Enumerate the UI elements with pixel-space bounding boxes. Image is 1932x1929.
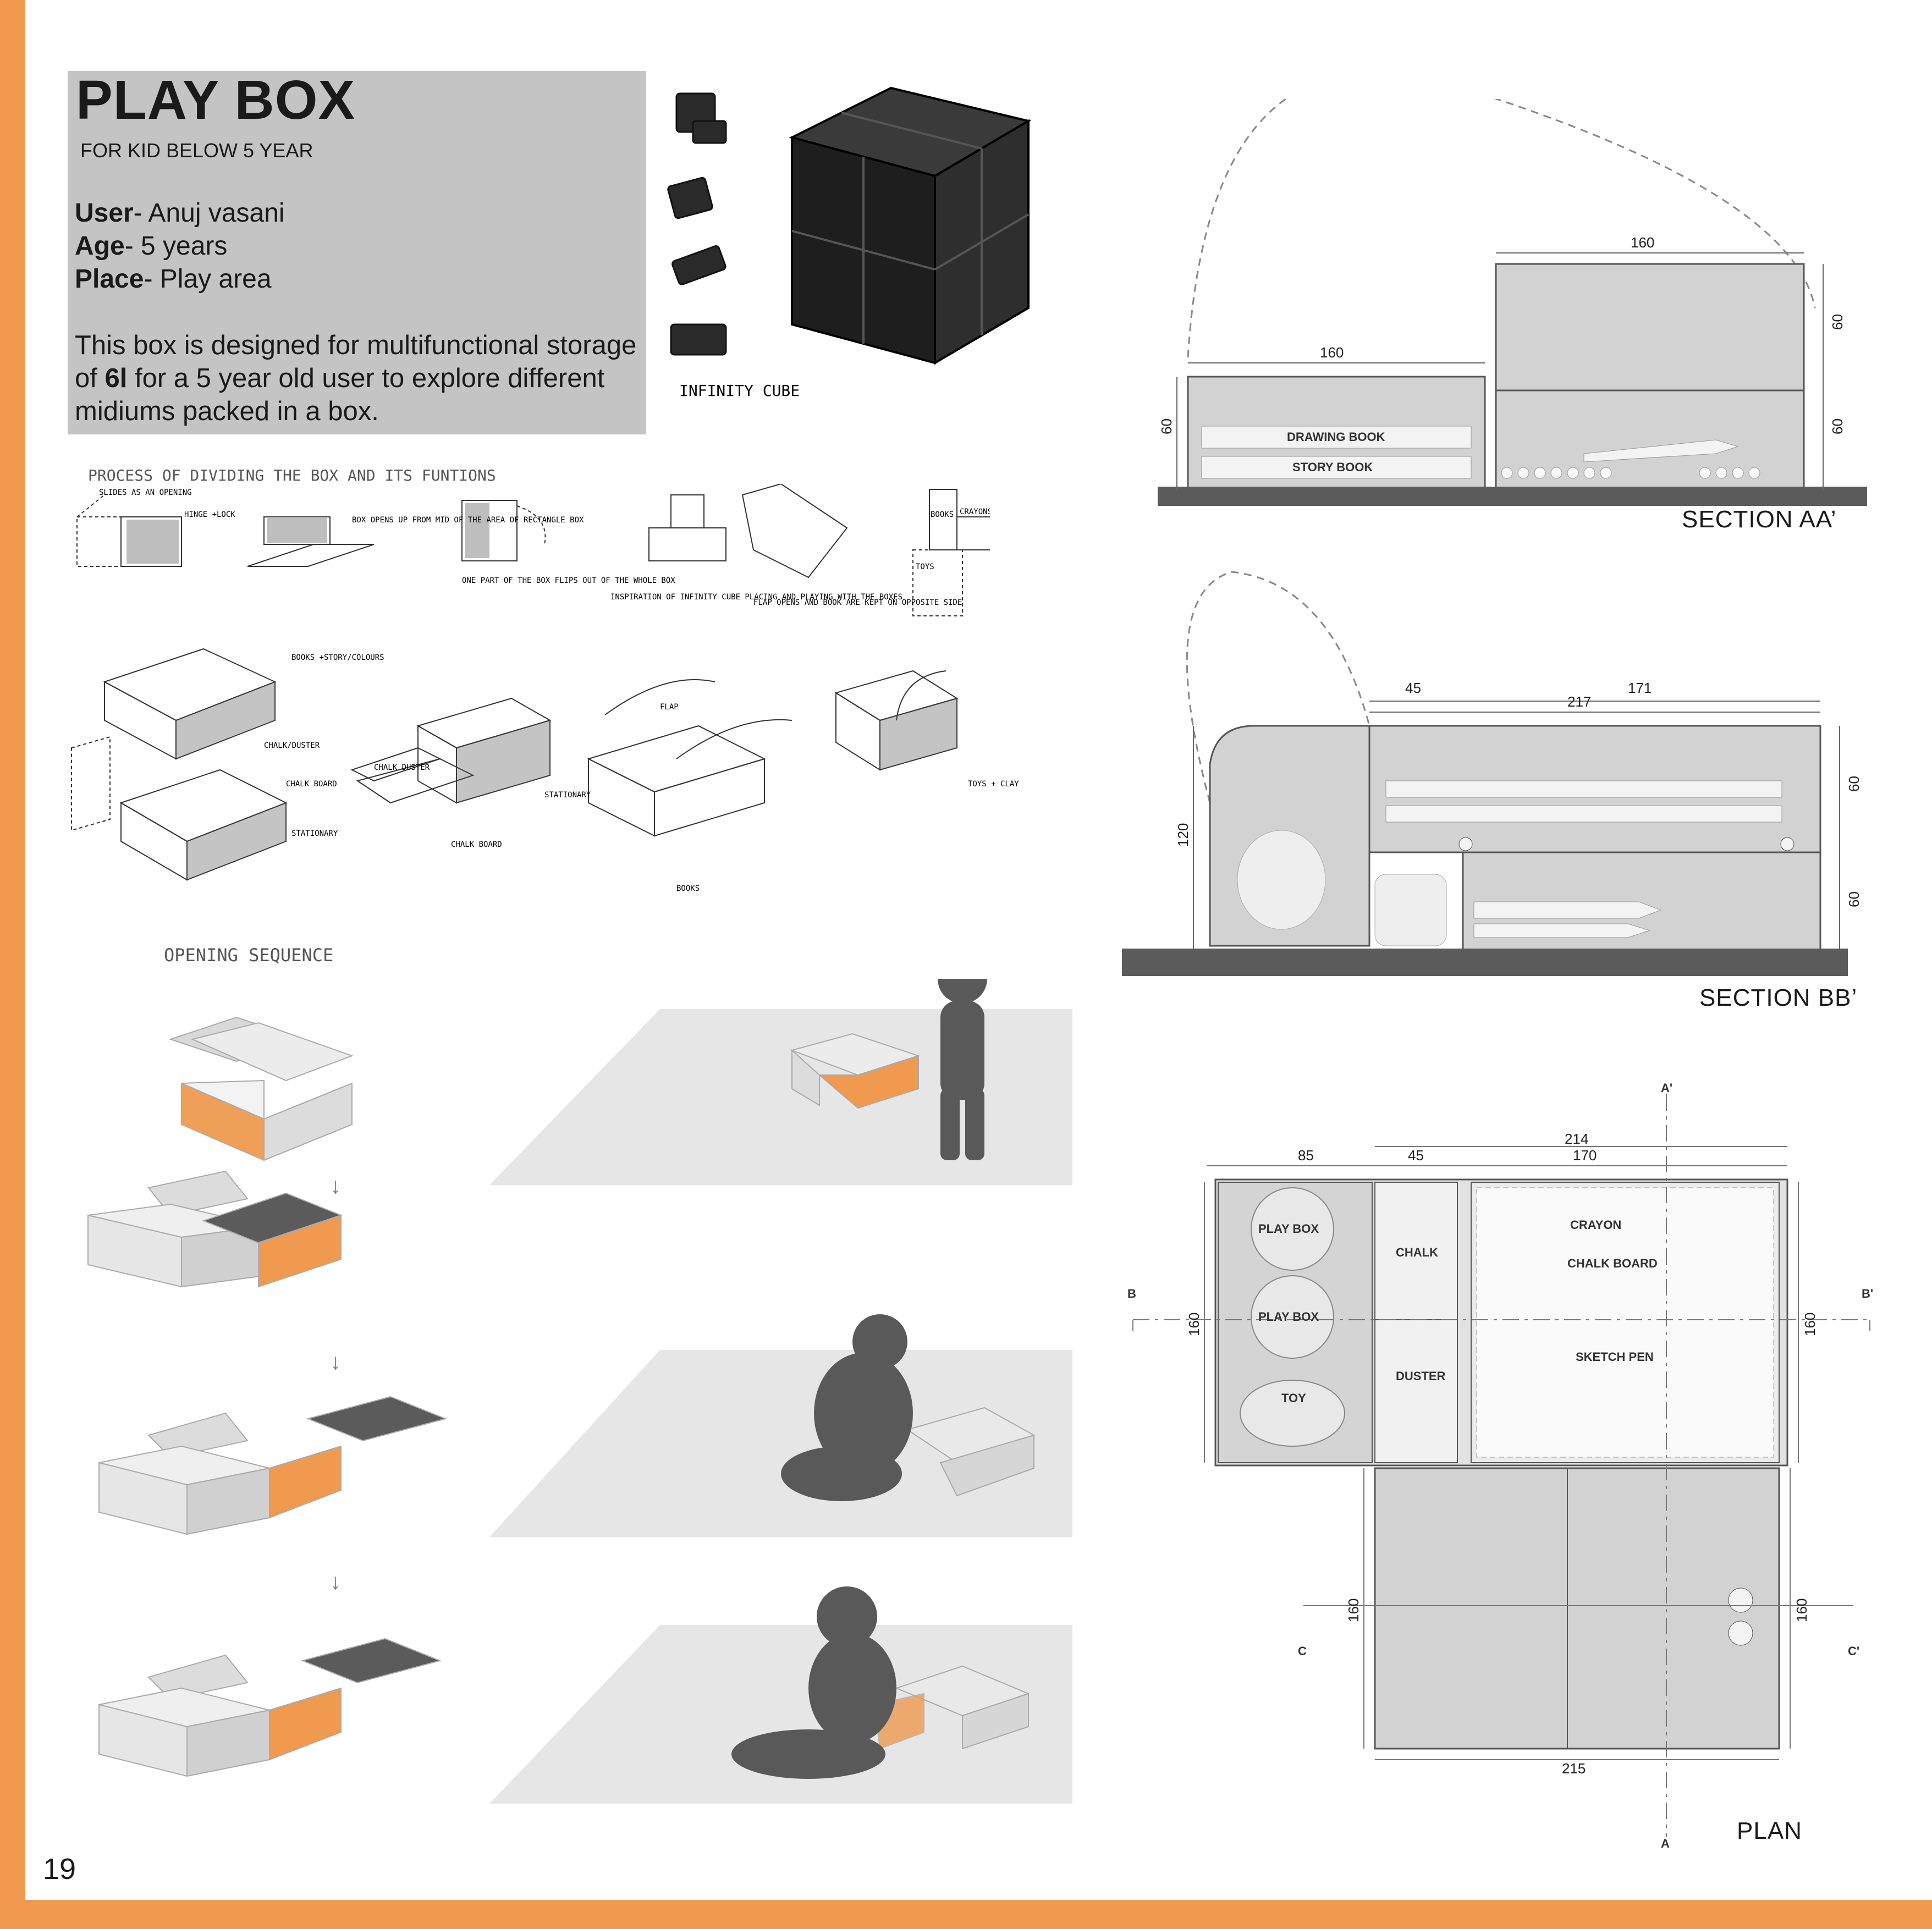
- svg-text:↓: ↓: [330, 1174, 341, 1198]
- perspective-sketches: BOOKS +STORY/COLOURS CHALK/DUSTER CHALK …: [71, 648, 1019, 893]
- infinity-cube-illustration: INFINITY CUBE: [667, 86, 1032, 400]
- plan-marker-b-prime: B': [1862, 1287, 1873, 1300]
- left-accent-bar: [0, 0, 25, 1929]
- plan-marker-a-prime: A': [1661, 1081, 1672, 1095]
- sketch-note-chalk-duster: CHALK/DUSTER: [264, 741, 320, 750]
- sketch-note-stationary: STATIONARY: [291, 829, 338, 838]
- section-bb-drawing: 45 217 171 120 60 60: [1122, 571, 1862, 976]
- title-panel: [68, 71, 646, 434]
- sketch-note-flap: FLAP: [660, 703, 679, 712]
- sketch-note-chalk-board-2: CHALK BOARD: [451, 840, 502, 849]
- bb-dim-c: 171: [1628, 680, 1652, 696]
- plan-dim-h-lower-right: 160: [1793, 1599, 1810, 1622]
- note-books: BOOKS: [931, 510, 954, 519]
- plan-item-sketch-pen: SKETCH PEN: [1576, 1350, 1654, 1364]
- page-title: PLAY BOX: [76, 69, 356, 131]
- opening-sequence-illustration: ↓ ↓ ↓: [87, 979, 1072, 1804]
- bb-dim-b: 217: [1567, 693, 1591, 710]
- section-aa-label: SECTION AA’: [1682, 506, 1837, 533]
- aa-dim-left-height: 60: [1158, 418, 1175, 434]
- plan-item-crayon: CRAYON: [1570, 1218, 1621, 1232]
- page-number: 19: [43, 1853, 76, 1886]
- note-inspiration: INSPIRATION OF INFINITY CUBE PLACING AND…: [610, 593, 902, 602]
- process-sketches: SLIDES AS AN OPENING HINGE +LOCK BOX OPE…: [76, 484, 990, 616]
- note-flap-opens: FLAP OPENS AND BOOK ARE KEPT ON OPPOSITE…: [753, 598, 962, 607]
- sketch-note-chalk-board: CHALK BOARD: [286, 780, 337, 789]
- opening-sequence-title: OPENING SEQUENCE: [164, 945, 334, 966]
- age-line: Age- 5 years: [75, 232, 228, 261]
- plan-item-chalk-board: CHALK BOARD: [1567, 1256, 1658, 1270]
- sketch-note-books-2: BOOKS: [676, 884, 700, 893]
- note-flip: ONE PART OF THE BOX FLIPS OUT OF THE WHO…: [462, 576, 675, 585]
- plan-item-chalk: CHALK: [1396, 1245, 1438, 1259]
- section-bb-label: SECTION BB’: [1699, 984, 1858, 1011]
- description: This box is designed for multifunctional…: [75, 330, 637, 426]
- plan-marker-b: B: [1127, 1287, 1136, 1300]
- note-crayons: CRAYONS: [960, 508, 990, 516]
- note-hinge: HINGE +LOCK: [184, 510, 235, 519]
- svg-text:↓: ↓: [330, 1350, 341, 1374]
- svg-text:↓: ↓: [330, 1570, 341, 1594]
- sketch-note-chalk-duster-2: CHALK DUSTER: [374, 763, 430, 772]
- bb-dim-a: 45: [1405, 680, 1421, 696]
- aa-item-story-book: STORY BOOK: [1292, 460, 1373, 474]
- plan-dim-h-lower-left: 160: [1345, 1599, 1362, 1622]
- aa-dim-right-bottom: 60: [1829, 418, 1846, 434]
- plan-item-play-box-2: PLAY BOX: [1258, 1310, 1319, 1324]
- bb-dim-height: 120: [1175, 823, 1191, 847]
- process-title: PROCESS OF DIVIDING THE BOX AND ITS FUNT…: [88, 466, 496, 484]
- user-line: User- Anuj vasani: [75, 199, 285, 228]
- aa-dim-right-top: 60: [1829, 314, 1846, 330]
- plan-dim-bottom: 215: [1562, 1760, 1586, 1777]
- sketch-note-toys-clay: TOYS + CLAY: [968, 780, 1019, 789]
- plan-drawing: 85 45 214 170 160 160 160 160 215 PLAY B…: [1127, 1081, 1873, 1850]
- section-aa-drawing: 160 160 60 60 60 DRAWING BOOK STORY BOOK: [1158, 99, 1867, 506]
- plan-dim-w3: 170: [1573, 1147, 1597, 1164]
- infinity-cube-caption: INFINITY CUBE: [679, 382, 800, 400]
- note-toys: TOYS: [916, 563, 934, 571]
- bb-dim-bottom: 60: [1846, 891, 1862, 907]
- plan-dim-h-right: 160: [1802, 1313, 1818, 1336]
- sketch-note-stationary-2: STATIONARY: [544, 791, 591, 800]
- plan-item-play-box-1: PLAY BOX: [1258, 1222, 1319, 1236]
- plan-item-duster: DUSTER: [1396, 1369, 1446, 1383]
- plan-label: PLAN: [1737, 1817, 1802, 1844]
- sketch-note-books: BOOKS +STORY/COLOURS: [291, 653, 384, 662]
- note-box-opens: BOX OPENS UP FROM MID OF THE AREA OF REC…: [352, 516, 584, 525]
- bottom-accent-bar: [0, 1900, 1932, 1929]
- note-slides: SLIDES AS AN OPENING: [99, 488, 192, 497]
- plan-dim-total: 214: [1565, 1131, 1588, 1147]
- place-line: Place- Play area: [75, 264, 272, 294]
- plan-item-toy: TOY: [1281, 1391, 1306, 1405]
- plan-marker-a: A: [1661, 1837, 1670, 1850]
- aa-dim-left-width: 160: [1320, 344, 1344, 361]
- bb-dim-top: 60: [1846, 776, 1862, 792]
- page-subtitle: FOR KID BELOW 5 YEAR: [80, 139, 313, 162]
- plan-dim-w1: 85: [1298, 1147, 1314, 1164]
- plan-marker-c-prime: C': [1848, 1644, 1859, 1658]
- plan-dim-w2: 45: [1408, 1147, 1424, 1164]
- aa-item-drawing-book: DRAWING BOOK: [1287, 430, 1385, 444]
- aa-dim-top-width: 160: [1631, 234, 1654, 251]
- plan-dim-h-left: 160: [1186, 1313, 1202, 1336]
- plan-marker-c: C: [1298, 1644, 1307, 1658]
